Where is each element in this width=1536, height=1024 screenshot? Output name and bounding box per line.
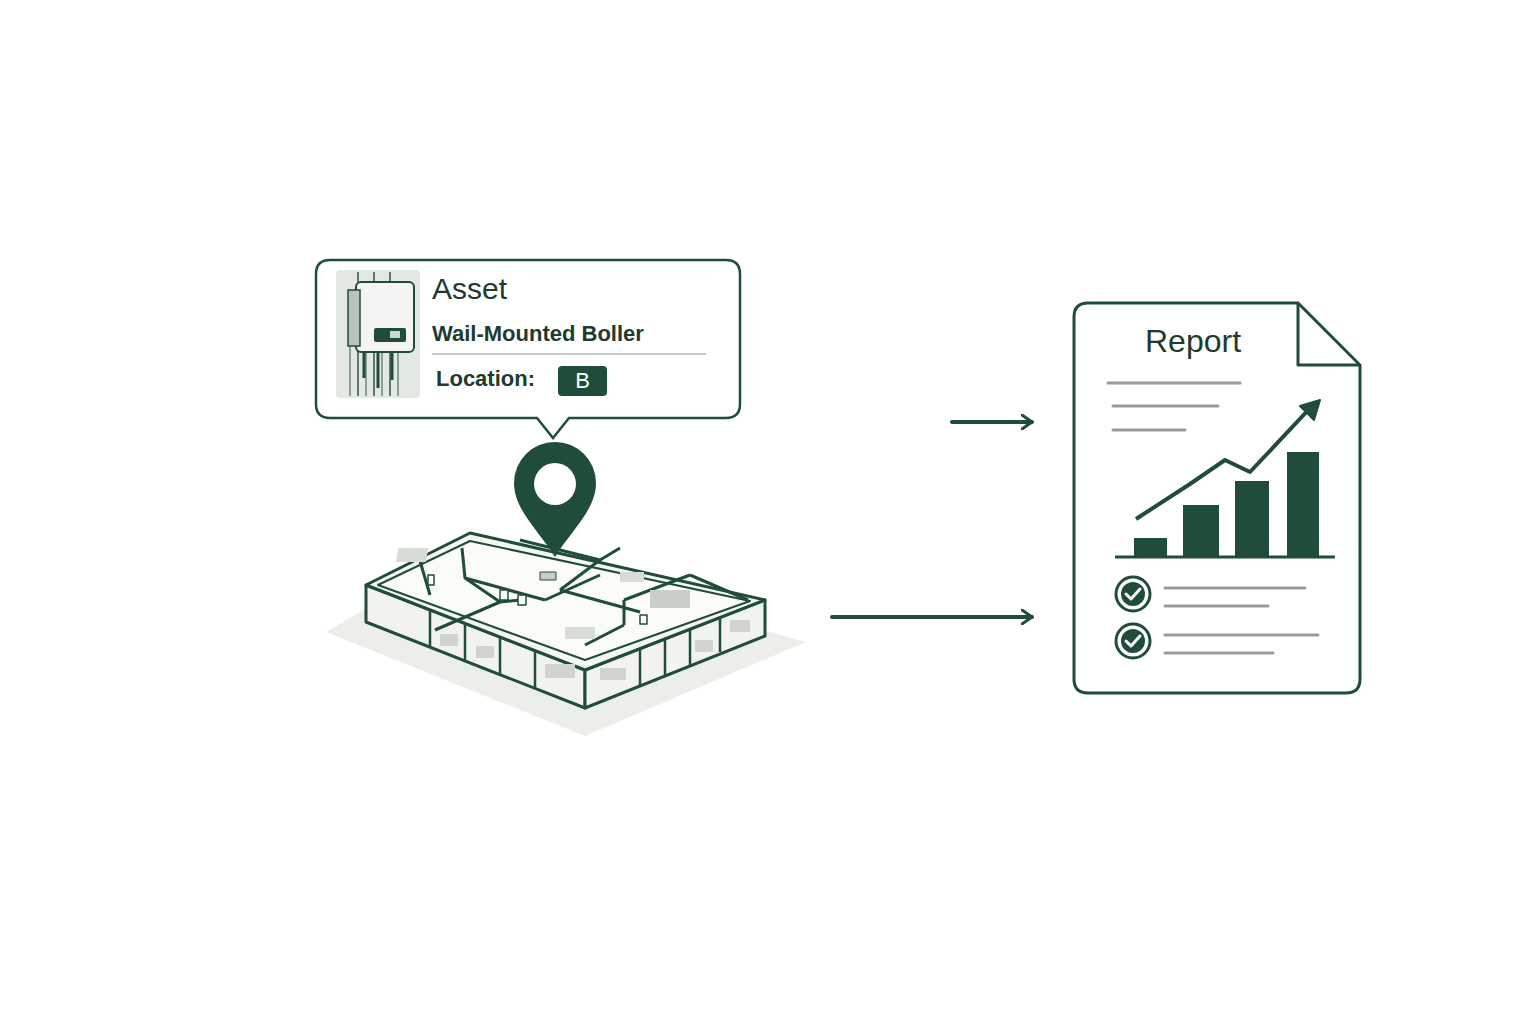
asset-name: Wail-Mounted Boller	[432, 321, 644, 347]
asset-callout: AssetWail-Mounted BollerLocation: B	[316, 260, 740, 418]
flow-arrow	[832, 615, 1032, 619]
flow-arrow	[952, 420, 1032, 424]
location-badge: B	[558, 366, 607, 396]
boiler-icon	[336, 270, 420, 398]
bar-chart	[1115, 400, 1335, 557]
badge-fill	[558, 366, 607, 396]
check-icon	[1116, 577, 1150, 611]
asset-heading: Asset	[432, 272, 507, 306]
location-code: B	[575, 368, 590, 394]
check-icon	[1116, 624, 1150, 658]
text-lines	[1108, 383, 1318, 653]
report-document-outline	[1074, 303, 1360, 723]
callout-border	[316, 260, 740, 438]
asset-callout-outline	[316, 260, 740, 448]
floor-plan	[366, 533, 765, 708]
location-label: Location:	[436, 366, 535, 392]
location-pin	[514, 442, 596, 557]
folded-corner	[1298, 303, 1360, 365]
report-document: Report	[1074, 303, 1360, 693]
document-border	[1074, 303, 1360, 693]
report-title: Report	[1145, 323, 1241, 360]
divider	[432, 353, 706, 355]
